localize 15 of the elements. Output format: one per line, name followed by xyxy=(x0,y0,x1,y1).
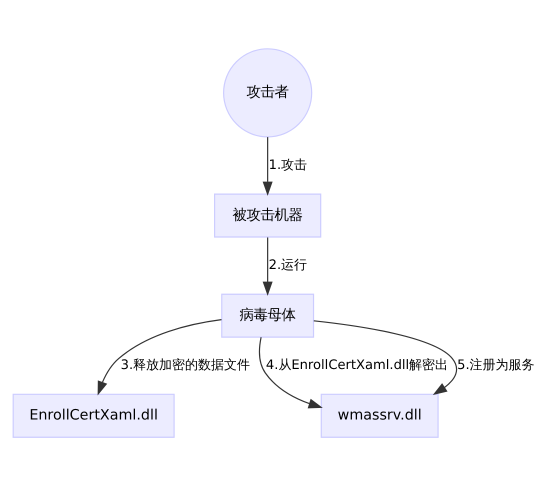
arrow xyxy=(258,336,323,408)
node-box: 被攻击机器 xyxy=(214,193,322,238)
edge-label: 5.注册为服务 xyxy=(457,358,535,373)
edge-label: 2.运行 xyxy=(268,257,308,272)
arrow xyxy=(262,136,273,196)
edge-label: 3.释放加密的数据文件 xyxy=(120,358,250,373)
edge-label: 1.攻击 xyxy=(268,157,308,172)
node-box: 病毒母体 xyxy=(221,293,314,338)
node-circle: 攻击者 xyxy=(223,48,312,137)
edge-label: 4.从EnrollCertXaml.dll解密出 xyxy=(266,358,448,373)
node-box: wmassrv.dll xyxy=(320,393,439,438)
arrow xyxy=(314,320,458,395)
node-box: EnrollCertXaml.dll xyxy=(12,393,175,438)
arrow xyxy=(262,236,273,296)
arrow xyxy=(98,318,222,395)
